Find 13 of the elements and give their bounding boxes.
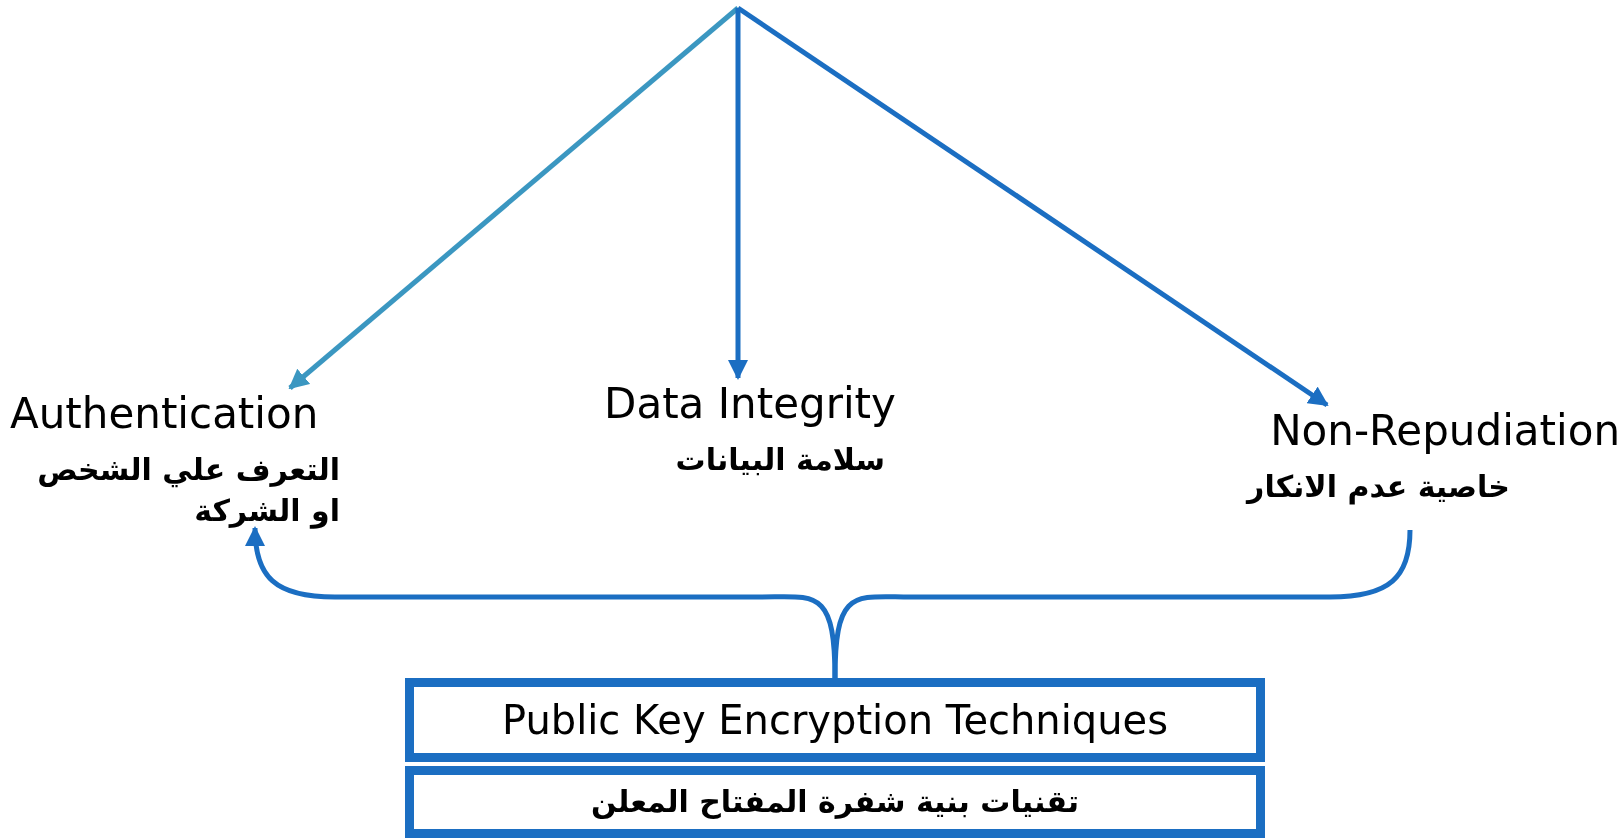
- arabic-caption: سلامة البيانات: [675, 440, 885, 479]
- feature-title: Data Integrity: [604, 378, 896, 430]
- arrow: [728, 8, 748, 380]
- feature-title: Authentication: [10, 388, 319, 440]
- brace-connector: [245, 526, 838, 679]
- title-box: تقنيات بنية شفرة المفتاح المعلن: [405, 766, 1265, 838]
- arrow: [288, 6, 740, 390]
- arabic-caption: التعرف علي الشخص او الشركة: [36, 450, 340, 531]
- arabic-caption: خاصية عدم الانكار: [1247, 467, 1510, 507]
- title-box: Public Key Encryption Techniques: [405, 678, 1265, 762]
- arrow: [736, 5, 1329, 408]
- brace-connector: [832, 529, 1413, 679]
- feature-title: Non-Repudiation: [1270, 405, 1620, 457]
